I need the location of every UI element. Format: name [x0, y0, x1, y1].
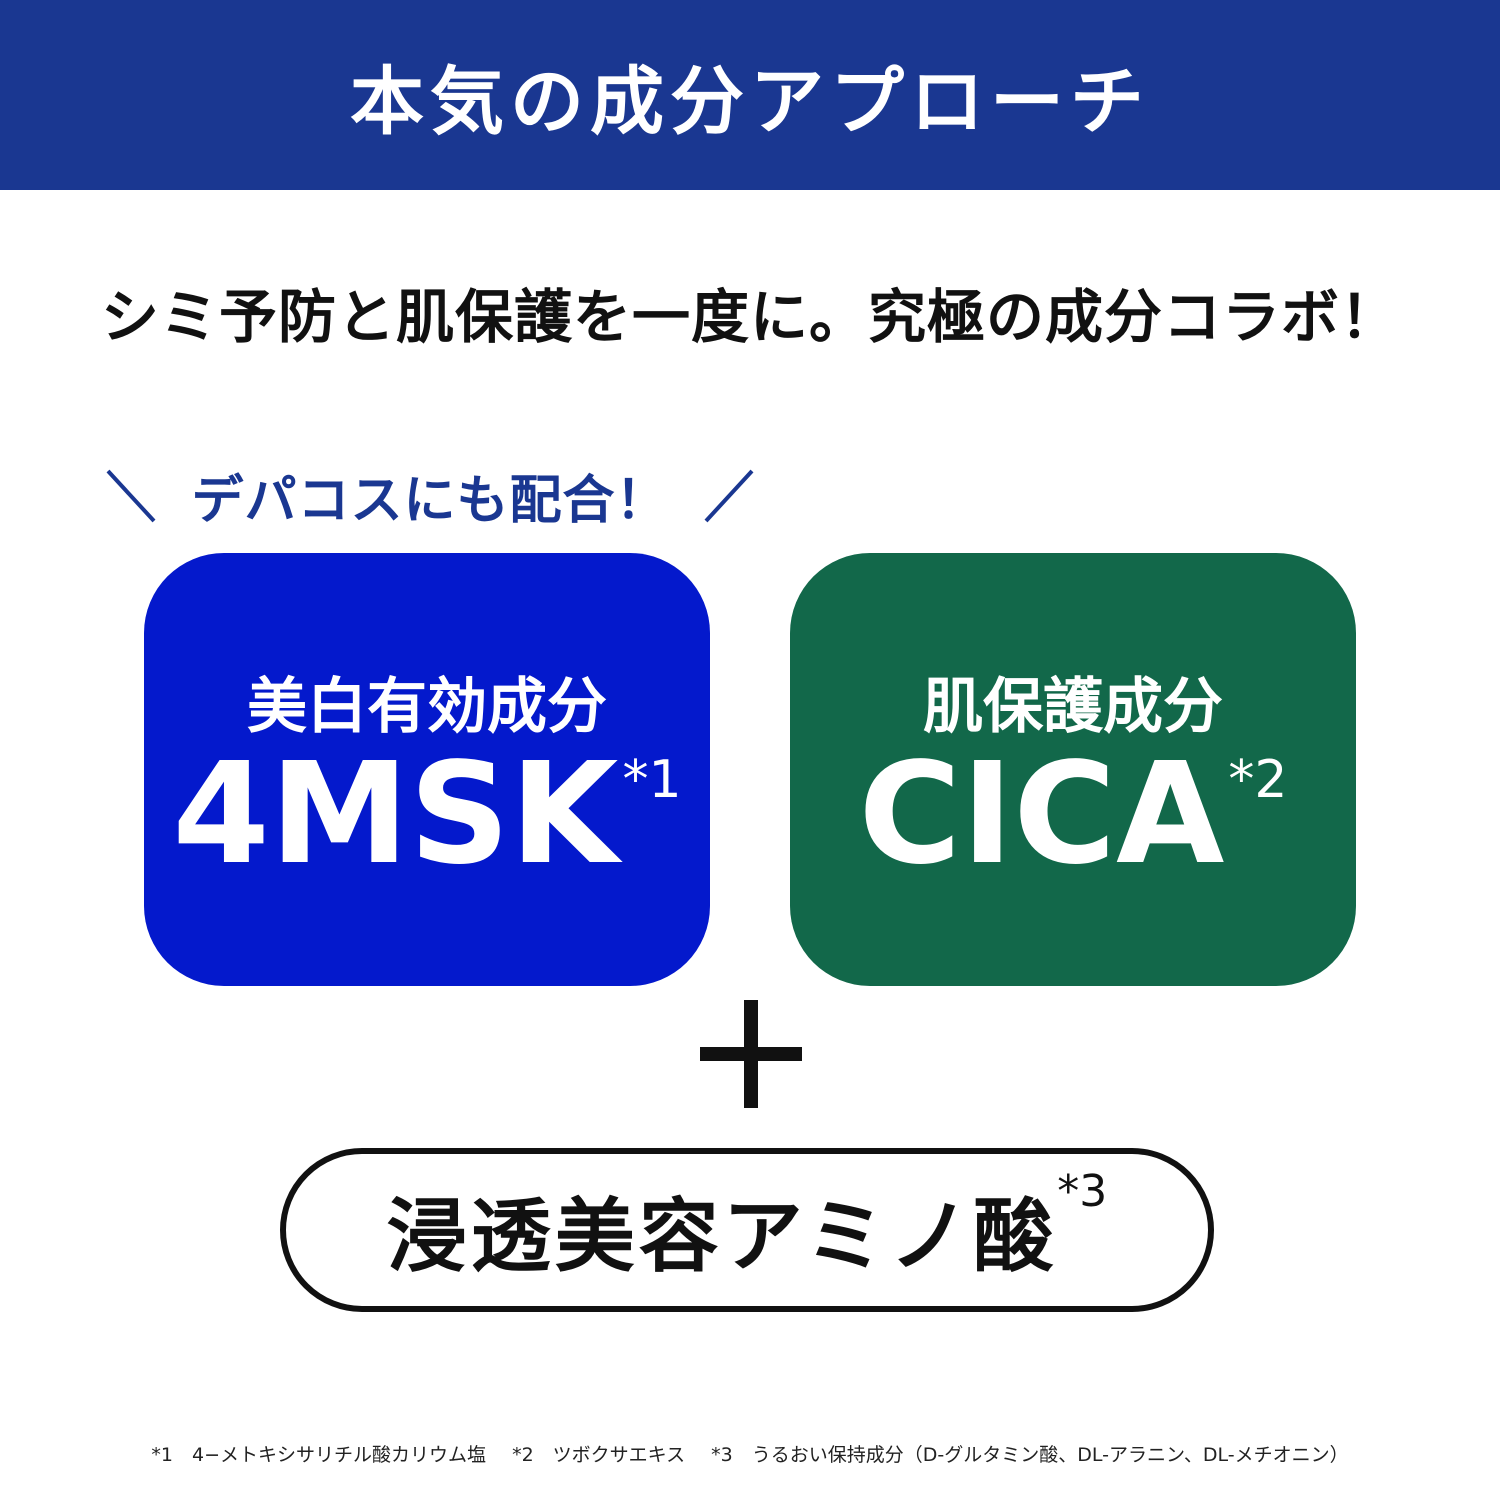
footnote-1: *1 4−メトキシサリチル酸カリウム塩: [151, 1444, 487, 1466]
card-name-text: CICA: [858, 733, 1225, 896]
amino-acid-pill: 浸透美容アミノ酸*3: [280, 1148, 1214, 1312]
pill-label: 浸透美容アミノ酸: [386, 1190, 1058, 1283]
right-slash-icon: [704, 469, 754, 523]
headline: シミ予防と肌保護を一度に。究極の成分コラボ！: [100, 283, 1399, 351]
card-name-text: 4MSK: [172, 733, 619, 896]
card-name: CICA*2: [790, 738, 1356, 892]
footnote-3: *3 うるおい保持成分（D-グルタミン酸、DL-アラニン、DL-メチオニン）: [711, 1444, 1349, 1466]
card-label: 美白有効成分: [247, 672, 607, 742]
tagline: デパコスにも配合！: [100, 455, 760, 535]
footnotes: *1 4−メトキシサリチル酸カリウム塩 *2 ツボクサエキス *3 うるおい保持…: [0, 1440, 1500, 1467]
plus-icon: [700, 1000, 802, 1108]
pill-note-mark: *3: [1057, 1166, 1108, 1217]
card-label: 肌保護成分: [923, 672, 1223, 742]
card-note-mark: *2: [1228, 750, 1288, 810]
card-note-mark: *1: [622, 750, 682, 810]
ingredient-card-cica: 肌保護成分 CICA*2: [790, 553, 1356, 986]
left-slash-icon: [106, 469, 156, 523]
pill-text: 浸透美容アミノ酸*3: [386, 1166, 1107, 1288]
header-title: 本気の成分アプローチ: [350, 58, 1150, 145]
footnote-2: *2 ツボクサエキス: [512, 1444, 686, 1466]
ingredient-card-4msk: 美白有効成分 4MSK*1: [144, 553, 710, 986]
card-name: 4MSK*1: [144, 738, 710, 892]
tagline-text: デパコスにも配合！: [191, 470, 669, 531]
header-banner: 本気の成分アプローチ: [0, 0, 1500, 190]
